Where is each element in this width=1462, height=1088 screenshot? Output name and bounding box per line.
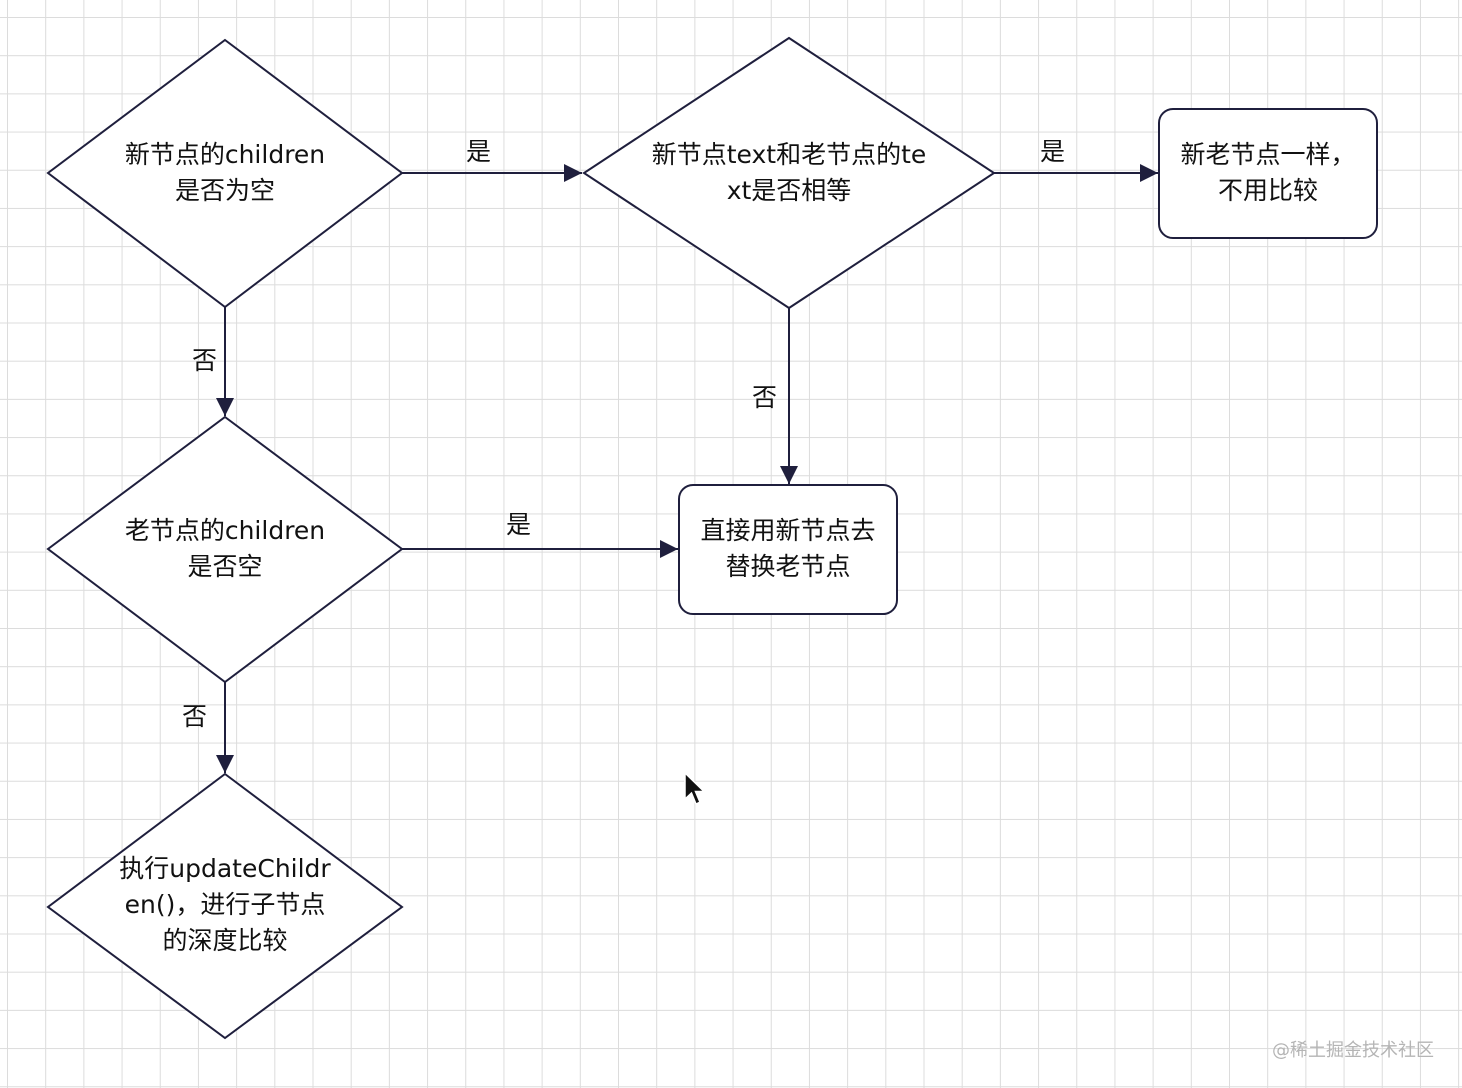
process-replace-node-label: 直接用新节点去替换老节点 [700,516,876,581]
edge-old-empty-yes-label: 是 [506,510,532,539]
mouse-pointer-icon [684,772,706,806]
watermark: @稀土掘金技术社区 [1272,1040,1434,1061]
edge-new-empty-no-label: 否 [192,346,218,375]
decision-update-children[interactable] [46,772,404,1040]
process-same-no-compare[interactable] [1158,108,1378,239]
decision-new-children-empty-label: 新节点的children是否为空 [124,140,326,205]
decision-update-children-label: 执行updateChildren()，进行子节点的深度比较 [119,854,331,955]
edge-text-equal-no-label: 否 [752,383,778,412]
process-replace-node[interactable] [678,484,898,615]
edge-text-equal-yes-label: 是 [1040,137,1066,166]
edge-new-empty-yes-label: 是 [466,137,492,166]
decision-old-children-empty-label: 老节点的children是否空 [124,516,326,581]
edge-old-empty-no-label: 否 [182,702,208,731]
process-same-no-compare-label: 新老节点一样，不用比较 [1180,140,1356,205]
decision-text-equal-label: 新节点text和老节点的text是否相等 [651,140,927,205]
